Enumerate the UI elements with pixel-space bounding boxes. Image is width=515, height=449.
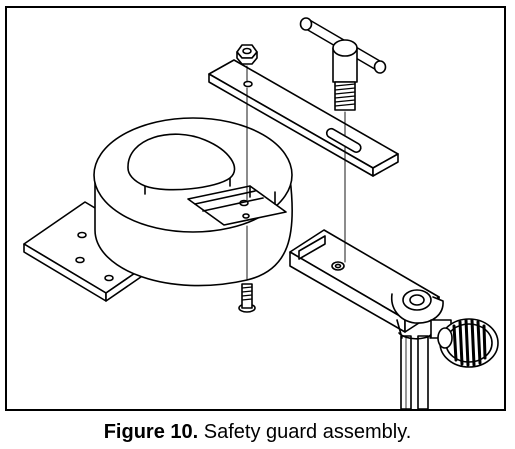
flat-head-screw (238, 283, 256, 313)
caption-text: Safety guard assembly. (198, 421, 412, 443)
support-post (400, 335, 429, 409)
alignment-lines (246, 65, 346, 281)
figure-caption: Figure 10. Safety guard assembly. (0, 420, 515, 444)
figure-frame (5, 6, 506, 411)
guard-ring (93, 117, 293, 287)
slotted-arm (289, 229, 444, 340)
caption-label: Figure 10. (103, 421, 199, 443)
knurled-knob (430, 318, 499, 368)
t-handle-bolt (299, 17, 387, 111)
top-bracket (208, 59, 399, 177)
hex-nut (236, 44, 258, 65)
safety-guard-assembly-illustration (23, 17, 499, 409)
